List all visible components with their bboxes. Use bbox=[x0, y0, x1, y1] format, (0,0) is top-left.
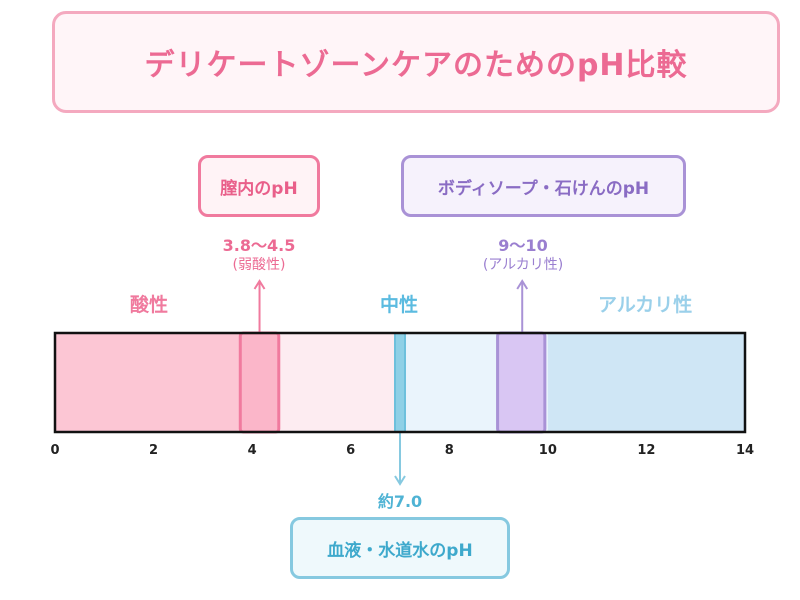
blood-water-marker bbox=[394, 332, 406, 433]
soap-arrow-head bbox=[516, 279, 529, 290]
soap-range-marker bbox=[496, 331, 547, 434]
blood-water-arrow-head bbox=[394, 475, 406, 486]
soap-ph-value: 9〜10 bbox=[498, 236, 548, 255]
tick-label-8: 8 bbox=[444, 443, 454, 458]
vagina-range-marker bbox=[238, 331, 281, 434]
zone-label-acid: 酸性 bbox=[130, 294, 169, 316]
ph-scale-frame bbox=[53, 331, 747, 434]
vagina-ph-value: 3.8〜4.5 bbox=[222, 236, 296, 255]
tick-label-14: 14 bbox=[735, 443, 755, 458]
tick-label-10: 10 bbox=[538, 443, 557, 458]
vagina-ph-note: (弱酸性) bbox=[232, 257, 286, 273]
zone-label-alkali: アルカリ性 bbox=[598, 294, 693, 316]
tick-label-4: 4 bbox=[247, 443, 257, 458]
blood-water-ph-value: 約7.0 bbox=[377, 492, 423, 511]
tick-label-2: 2 bbox=[149, 443, 159, 458]
tick-label-12: 12 bbox=[637, 443, 656, 458]
band-alkali bbox=[547, 333, 745, 432]
soap-ph-note: (アルカリ性) bbox=[482, 257, 564, 273]
band-acid-strong bbox=[55, 333, 253, 432]
tick-label-6: 6 bbox=[346, 443, 356, 458]
tick-label-0: 0 bbox=[50, 443, 60, 458]
page-title: デリケートゾーンケアのためのpH比較 bbox=[144, 48, 688, 83]
vagina-ph-label-box: 膣内のpH bbox=[198, 155, 320, 217]
soap-ph-label-box: ボディソープ・石けんのpH bbox=[401, 155, 686, 217]
vagina-arrow-head bbox=[253, 279, 266, 290]
zone-label-neutral: 中性 bbox=[380, 294, 419, 316]
title-box: デリケートゾーンケアのためのpH比較 bbox=[52, 11, 780, 113]
blood-water-ph-label-box: 血液・水道水のpH bbox=[290, 517, 510, 579]
